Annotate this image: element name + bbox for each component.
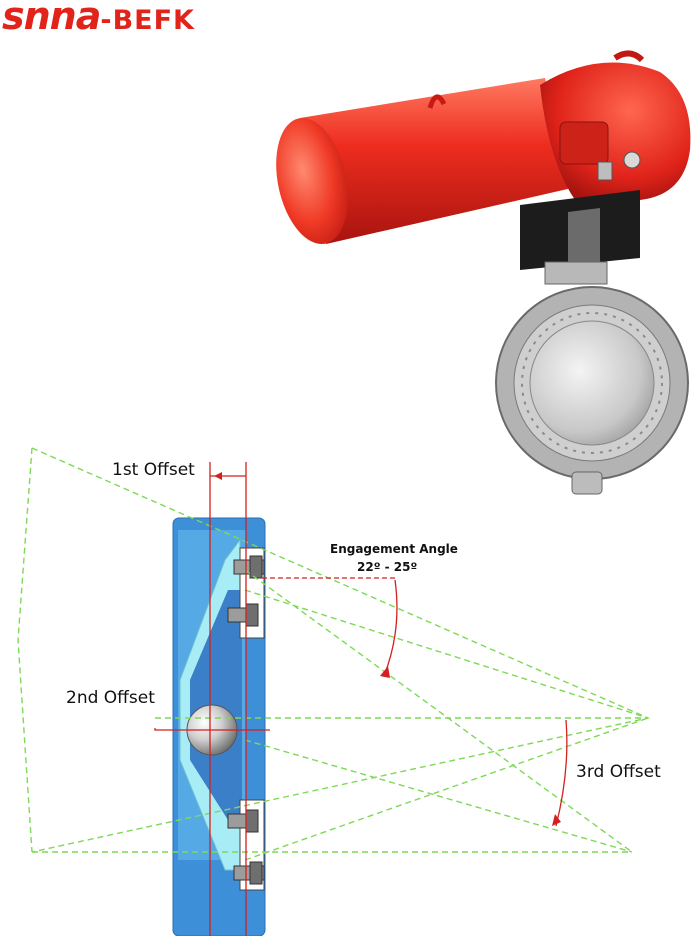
label-engagement-range: 22º - 25º [357, 560, 418, 574]
cylinder-end-cap [276, 118, 348, 244]
offset2-dimension [154, 728, 270, 731]
bolt-circle [521, 312, 663, 454]
brand-logo: snna-BEFK [2, 0, 195, 38]
label-engagement-title: Engagement Angle [330, 542, 458, 556]
actuator-cylinder [300, 78, 572, 244]
seat-line-low [244, 717, 649, 861]
label-third-offset: 3rd Offset [576, 762, 661, 782]
air-fitting [597, 161, 613, 181]
seat-line-top [244, 569, 633, 853]
cone-apex-curve [17, 447, 33, 853]
actuator-head [540, 62, 691, 201]
lifting-lug [427, 94, 447, 109]
vent-fitting [623, 151, 641, 169]
engagement-angle-arc [383, 579, 398, 677]
brand-name-part1: snna [2, 0, 101, 38]
bolt-top-2 [227, 603, 259, 627]
bolt-bottom-2 [233, 861, 265, 885]
seat-line-mid [244, 589, 649, 719]
valve-bottom-boss [571, 471, 603, 495]
seat-line-bottom [244, 739, 633, 853]
dimension-arrowheads [214, 472, 561, 826]
actuator-cover-plate [559, 121, 609, 165]
offset3-angle-arc [555, 719, 568, 827]
brand-name-part2: -BEFK [100, 5, 195, 36]
valve-disc [529, 320, 655, 446]
cone-outer [31, 447, 651, 853]
valve-neck [544, 261, 608, 285]
bracket-coupling [568, 208, 600, 266]
label-first-offset: 1st Offset [112, 460, 195, 480]
head-lug [613, 50, 645, 63]
label-second-offset: 2nd Offset [66, 688, 155, 708]
bolt-bottom-1 [227, 809, 259, 833]
offset-lines [154, 462, 568, 936]
cone-guide-lines [17, 447, 651, 861]
